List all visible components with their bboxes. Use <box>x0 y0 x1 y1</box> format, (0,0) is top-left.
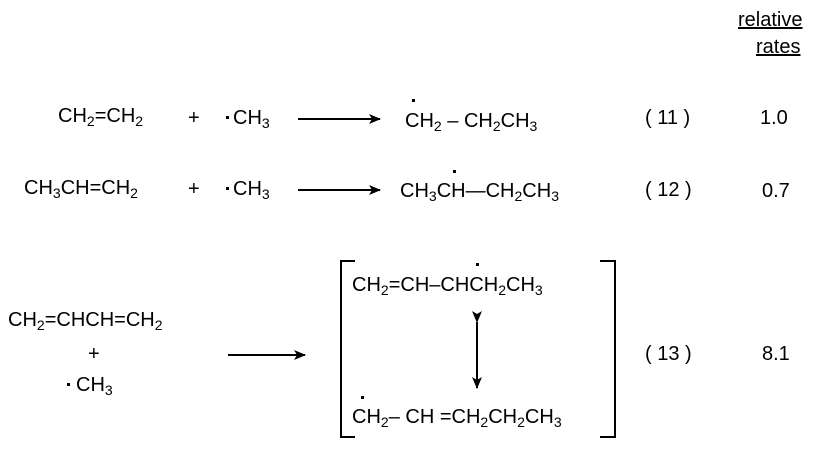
resonance-structure-top: CH2=CH–CHCH2CH3 <box>352 274 543 298</box>
methyl-radical: CH3 <box>76 374 113 398</box>
methyl-radical: CH3 <box>233 178 270 202</box>
radical-dot <box>453 170 456 173</box>
radical-dot <box>361 396 364 399</box>
equation-label-11: ( 11 ) <box>645 107 691 129</box>
radical-dot <box>67 383 70 386</box>
reactant-butadiene: CH2=CHCH=CH2 <box>8 309 163 333</box>
rate-13: 8.1 <box>762 343 790 365</box>
radical-dot <box>412 99 415 102</box>
equation-label-12: ( 12 ) <box>645 179 692 201</box>
reactant-propene: CH3CH=CH2 <box>24 177 138 201</box>
product-11: CH2 – CH2CH3 <box>405 110 538 134</box>
header-relative: relative <box>738 9 803 31</box>
right-bracket <box>600 260 616 438</box>
left-bracket <box>340 260 355 438</box>
equation-label-13: ( 13 ) <box>645 343 692 365</box>
methyl-radical: CH3 <box>233 107 270 131</box>
plus-sign: + <box>188 107 200 129</box>
rate-11: 1.0 <box>760 107 788 129</box>
plus-sign: + <box>188 178 200 200</box>
resonance-structure-bottom: CH2– CH =CH2CH2CH3 <box>352 406 562 430</box>
reactant-ethylene: CH2=CH2 <box>58 105 144 129</box>
plus-sign: + <box>88 343 100 365</box>
radical-dot <box>476 263 479 266</box>
product-12: CH3CH—CH2CH3 <box>400 180 559 204</box>
rate-12: 0.7 <box>762 180 790 202</box>
header-rates: rates <box>756 36 801 58</box>
radical-dot <box>226 187 229 190</box>
radical-dot <box>226 116 229 119</box>
